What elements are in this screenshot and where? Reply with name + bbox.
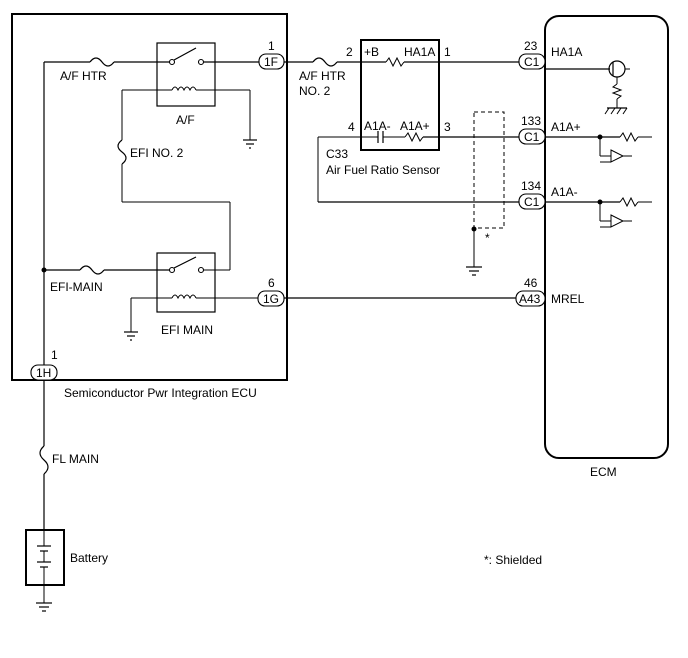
sensor-pin-2: 2 [346, 45, 353, 59]
connector-c1-a1a-plus-pin: 133 [521, 114, 541, 128]
spi-ecu-box [11, 13, 288, 381]
sensor-pin-4: 4 [348, 120, 355, 134]
connector-1g-pin: 6 [268, 276, 275, 290]
connector-c1-a1a-minus-pin: 134 [521, 179, 541, 193]
efi-main-fuse [44, 265, 172, 275]
fl-main-label: FL MAIN [52, 452, 99, 466]
sensor-ha1a: HA1A [404, 45, 435, 59]
ecm-transistor-icon [545, 60, 630, 115]
connector-c1-a1a-minus-label: C1 [524, 195, 540, 209]
af-htr-no2-label-1: A/F HTR [299, 69, 346, 83]
shield-box [473, 111, 505, 229]
sensor-a1a-plus: A1A+ [400, 119, 430, 133]
connector-c1-ha1a-label: C1 [524, 55, 540, 69]
af-relay [122, 42, 259, 107]
efi-no2-label: EFI NO. 2 [130, 146, 184, 160]
connector-1h [30, 364, 58, 381]
ecm-a1a-minus-input [545, 196, 652, 228]
efi-main-ground [124, 298, 138, 341]
efi-main-relay-label: EFI MAIN [161, 323, 213, 337]
shield-note: *: Shielded [484, 553, 542, 567]
battery-ground [36, 585, 52, 612]
af-htr-fuse [44, 57, 172, 67]
af-relay-ground [243, 90, 257, 149]
connector-c1-ha1a [518, 53, 546, 70]
efi-main-relay [131, 252, 258, 313]
battery-icon [37, 530, 51, 585]
af-sensor-box [360, 39, 440, 151]
connector-c1-ha1a-pin: 23 [524, 39, 538, 53]
af-htr-no2-fuse [284, 57, 386, 67]
connector-a43-pin: 46 [524, 276, 538, 290]
connector-1h-label: 1H [36, 366, 51, 380]
efi-no2-fuse [117, 90, 231, 271]
shield-ground [466, 229, 482, 276]
spi-ecu-label: Semiconductor Pwr Integration ECU [64, 386, 257, 400]
ecm-a1a-plus: A1A+ [551, 120, 581, 134]
af-htr-no2-label-2: NO. 2 [299, 84, 331, 98]
sensor-element [317, 131, 519, 203]
connector-1f-label: 1F [264, 55, 278, 69]
sensor-plus-b: +B [364, 45, 379, 59]
sensor-name: Air Fuel Ratio Sensor [326, 163, 440, 177]
sensor-heater [385, 56, 519, 68]
af-htr-fuse-label: A/F HTR [60, 69, 107, 83]
battery-label: Battery [70, 551, 108, 565]
connector-1f-pin: 1 [268, 39, 275, 53]
fl-main-fuse [39, 445, 49, 475]
connector-c1-a1a-plus-label: C1 [524, 130, 540, 144]
ecm-label: ECM [590, 465, 617, 479]
sensor-a1a-minus: A1A- [364, 119, 391, 133]
ecm-ha1a: HA1A [551, 45, 582, 59]
shield-star: * [485, 231, 490, 245]
connector-1h-pin: 1 [51, 348, 58, 362]
sensor-code: C33 [326, 147, 348, 161]
connector-a43-label: A43 [519, 292, 541, 306]
battery-box [25, 529, 65, 586]
ecm-mrel: MREL [551, 292, 585, 306]
sensor-pin-1: 1 [444, 45, 451, 59]
connector-1g-label: 1G [263, 292, 279, 306]
ecm-a1a-minus: A1A- [551, 185, 578, 199]
sensor-pin-3: 3 [444, 120, 451, 134]
efi-main-fuse-label: EFI-MAIN [50, 280, 103, 294]
ecm-box [544, 15, 669, 459]
af-relay-label: A/F [176, 113, 195, 127]
ecm-a1a-plus-input [545, 131, 652, 163]
